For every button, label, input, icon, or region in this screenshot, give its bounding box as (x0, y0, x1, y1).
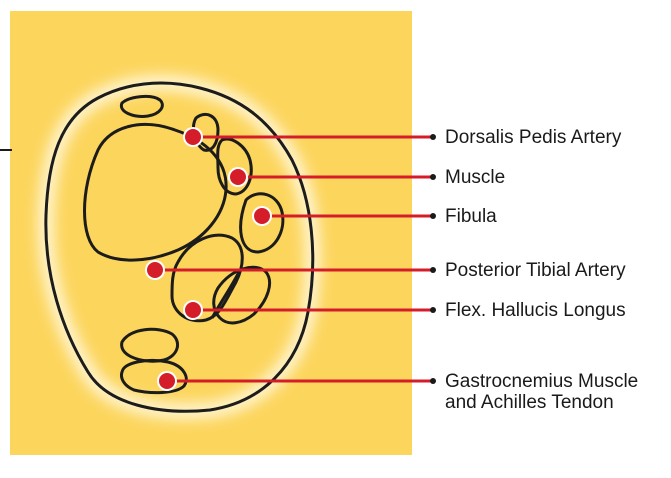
marker-dot-fibula (254, 208, 270, 224)
bullet-gastrocnemius-achilles (430, 378, 436, 384)
label-posterior-tibial-artery: Posterior Tibial Artery (445, 260, 626, 281)
marker-dot-muscle (230, 169, 246, 185)
marker-dot-dorsalis-pedis-artery (185, 129, 201, 145)
marker-dot-posterior-tibial-artery (147, 262, 163, 278)
marker-dot-gastrocnemius-achilles (159, 373, 175, 389)
label-dorsalis-pedis-artery: Dorsalis Pedis Artery (445, 127, 622, 148)
label-gastrocnemius-achilles-line-1: Gastrocnemius Muscle (445, 371, 638, 392)
label-flex-hallucis-longus: Flex. Hallucis Longus (445, 300, 626, 321)
bullet-posterior-tibial-artery (430, 267, 436, 273)
label-gastrocnemius-achilles-line-2: and Achilles Tendon (445, 392, 614, 413)
bullet-flex-hallucis-longus (430, 307, 436, 313)
label-muscle: Muscle (445, 167, 505, 188)
bullet-muscle (430, 174, 436, 180)
label-fibula: Fibula (445, 206, 497, 227)
marker-dot-flex-hallucis-longus (185, 302, 201, 318)
bullet-fibula (430, 213, 436, 219)
background-panel (10, 11, 412, 455)
bullet-dorsalis-pedis-artery (430, 134, 436, 140)
